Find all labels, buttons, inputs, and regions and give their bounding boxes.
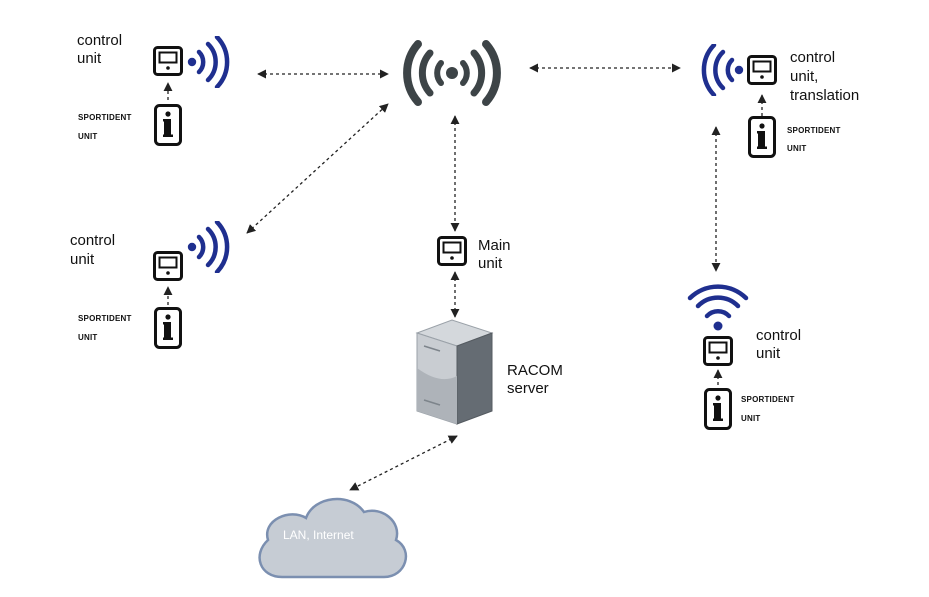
sportident-label-line1: SPORTIDENT bbox=[787, 126, 841, 135]
wifi-icon bbox=[687, 284, 749, 331]
cloud-icon bbox=[258, 497, 408, 579]
lan-internet-cloud: LAN, Internet bbox=[258, 497, 408, 579]
control-box-icon bbox=[747, 55, 777, 85]
control-box-icon bbox=[153, 251, 183, 281]
radio-waves-icon bbox=[704, 45, 743, 95]
connection-arrows bbox=[163, 63, 767, 491]
sportident-label-line2: UNIT bbox=[741, 414, 760, 423]
control-unit-4: control unit SPORTIDENT UNIT bbox=[687, 284, 801, 430]
control-box-icon bbox=[153, 46, 183, 76]
info-card-icon bbox=[154, 307, 182, 349]
arrow-cu2-tower bbox=[246, 103, 389, 234]
server-label-line2: server bbox=[507, 380, 549, 397]
racom-server: RACOM server bbox=[415, 319, 563, 425]
main-unit: Main unit bbox=[437, 236, 511, 272]
control-unit-1-label-line1: control bbox=[77, 32, 122, 49]
control-unit-2-label-line2: unit bbox=[70, 251, 95, 268]
control-unit-4-label-line2: unit bbox=[756, 345, 781, 362]
server-label-line1: RACOM bbox=[507, 362, 563, 379]
main-unit-label-line1: Main bbox=[478, 237, 511, 254]
broadcast-tower-icon bbox=[403, 40, 501, 106]
radio-waves-icon bbox=[188, 222, 227, 272]
sportident-label-line2: UNIT bbox=[787, 144, 806, 153]
control-unit-4-label-line1: control bbox=[756, 327, 801, 344]
info-card-icon bbox=[154, 104, 182, 146]
control-unit-1-label-line2: unit bbox=[77, 50, 102, 67]
cloud-label: LAN, Internet bbox=[283, 528, 354, 542]
control-box-icon bbox=[437, 236, 467, 266]
control-unit-3-label-line3: translation bbox=[790, 87, 859, 104]
control-unit-1: control unit SPORTIDENT UNIT bbox=[77, 32, 227, 146]
control-box-icon bbox=[703, 336, 733, 366]
arrow-server-cloud bbox=[349, 435, 458, 491]
info-card-icon bbox=[748, 116, 776, 158]
server-icon bbox=[415, 319, 494, 425]
sportident-label-line1: SPORTIDENT bbox=[78, 314, 132, 323]
sportident-label-line1: SPORTIDENT bbox=[78, 113, 132, 122]
sportident-label-line2: UNIT bbox=[78, 132, 97, 141]
control-unit-3: control unit, translation SPORTIDENT UNI… bbox=[704, 45, 859, 158]
sportident-label-line2: UNIT bbox=[78, 333, 97, 342]
control-unit-3-label-line1: control bbox=[790, 49, 835, 66]
sportident-label-line1: SPORTIDENT bbox=[741, 395, 795, 404]
main-unit-label-line2: unit bbox=[478, 255, 503, 272]
control-unit-2: control unit SPORTIDENT UNIT bbox=[70, 222, 227, 349]
info-card-icon bbox=[704, 388, 732, 430]
control-unit-2-label-line1: control bbox=[70, 232, 115, 249]
radio-waves-icon bbox=[188, 37, 227, 87]
control-unit-3-label-line2: unit, bbox=[790, 68, 818, 85]
